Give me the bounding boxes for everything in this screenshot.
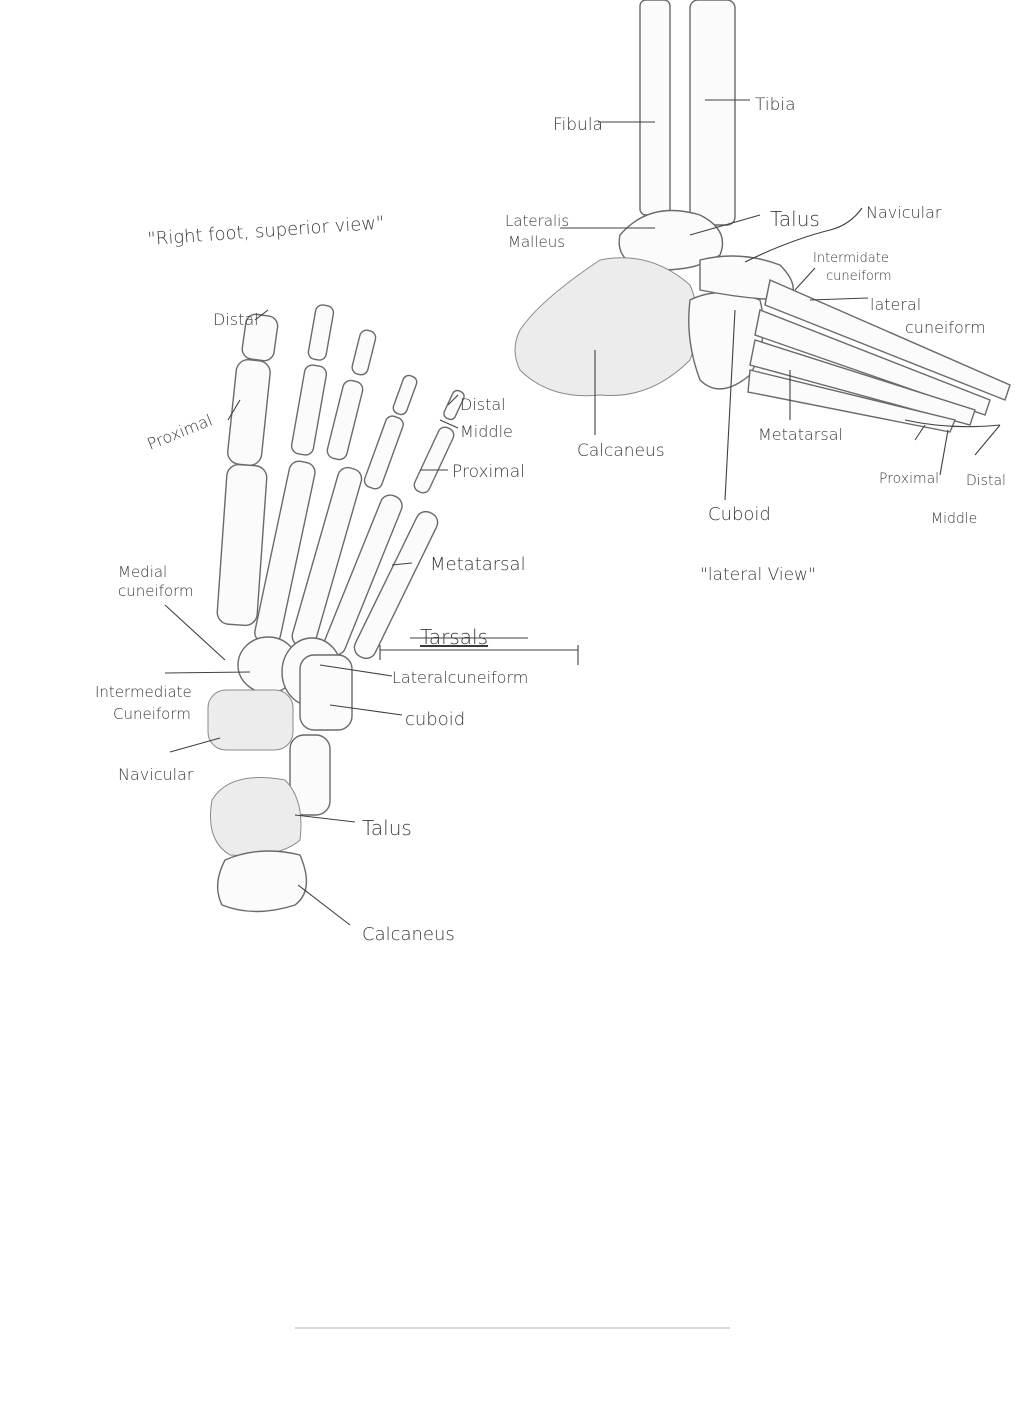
tibia-bone (689, 0, 736, 226)
label-intermediate-cuneiform-lateral-1: Intermidate (813, 251, 889, 266)
label-metatarsal-lateral: Metatarsal (758, 425, 843, 444)
lateral-view-labels: Fibula Tibia Lateralis Malleus Talus Nav… (505, 95, 1006, 585)
superior-view-title: "Right foot, superior view" (147, 212, 385, 249)
leader-lines (164, 99, 1001, 926)
label-talus: Talus (362, 816, 412, 840)
superior-view-foot-drawing (207, 304, 465, 913)
label-medial-cuneiform-2: cuneiform (118, 582, 194, 600)
tarsal-bones (207, 636, 353, 913)
label-distal-toe1: Distal (213, 310, 259, 329)
label-proximal: Proximal (452, 462, 525, 482)
label-tibia: Tibia (755, 95, 796, 115)
label-metatarsal: Metatarsal (430, 554, 526, 575)
label-navicular-lateral: Navicular (866, 203, 942, 222)
label-calcaneus: Calcaneus (362, 924, 455, 945)
fibula-bone (639, 0, 671, 216)
label-lateralis-malleus-2: Malleus (508, 233, 565, 251)
label-medial-cuneiform-1: Medial (118, 563, 167, 581)
label-middle-lateral: Middle (931, 511, 977, 527)
metatarsals (216, 460, 439, 660)
label-intermediate-cuneiform-1: Intermediate (95, 683, 192, 701)
label-intermediate-cuneiform-2: Cuneiform (113, 705, 191, 723)
label-lateral-cuneiform: Lateralcuneiform (392, 668, 528, 687)
label-distal-lateral: Distal (966, 473, 1006, 489)
toe-phalanges (227, 304, 465, 494)
label-navicular: Navicular (118, 765, 194, 784)
label-distal: Distal (460, 395, 506, 414)
label-fibula: Fibula (553, 115, 603, 135)
lateral-view-foot-drawing (514, 0, 1011, 433)
label-lateralis-malleus-1: Lateralis (505, 212, 569, 230)
label-lateral-cuneiform-lateral-2: cuneiform (905, 318, 986, 337)
lateral-metatarsals (747, 279, 1011, 433)
label-middle: Middle (460, 422, 513, 441)
label-talus-lateral: Talus (770, 207, 820, 231)
label-proximal-toe1: Proximal (144, 410, 215, 453)
label-cuboid-lateral: Cuboid (708, 504, 771, 525)
label-cuboid: cuboid (405, 709, 465, 730)
lateral-view-title: "lateral View" (700, 565, 816, 585)
label-proximal-lateral: Proximal (879, 471, 939, 487)
label-calcaneus-lateral: Calcaneus (577, 441, 665, 461)
label-lateral-cuneiform-lateral-1: lateral (870, 295, 921, 314)
label-intermediate-cuneiform-lateral-2: cuneiform (826, 269, 892, 284)
label-tarsals: Tarsals (420, 625, 488, 649)
